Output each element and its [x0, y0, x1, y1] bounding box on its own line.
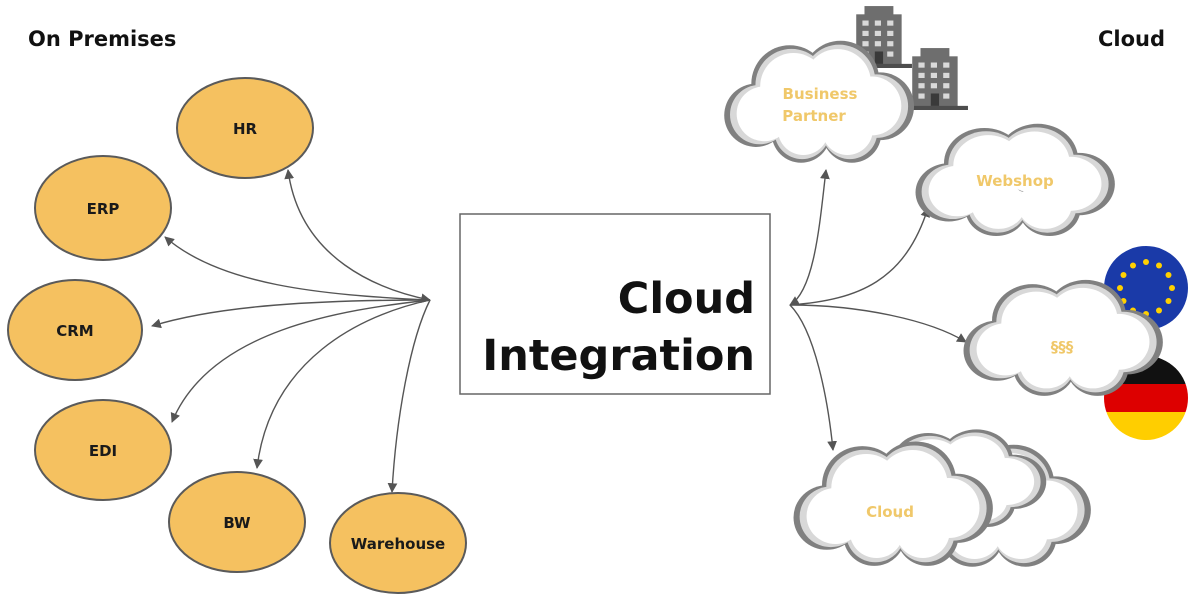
- connector-hr: [284, 169, 431, 304]
- node-edi-label: EDI: [89, 442, 117, 460]
- cloud-integration-hub[interactable]: Cloud Integration: [459, 213, 771, 395]
- cloud-connectors: [789, 169, 967, 451]
- node-warehouse-label: Warehouse: [351, 535, 445, 553]
- connector-edi: [170, 299, 431, 423]
- node-edi[interactable]: EDI: [34, 399, 172, 501]
- node-warehouse[interactable]: Warehouse: [329, 492, 467, 594]
- connector-webshop: [789, 207, 930, 306]
- cloud-business-partner-label-line1: Business: [783, 85, 858, 103]
- on-premises-nodes: HR ERP CRM EDI BW Warehouse: [7, 77, 467, 594]
- cloud-webshop[interactable]: Webshop: [915, 123, 1115, 237]
- section-title-on-premises: On Premises: [28, 27, 176, 51]
- node-erp-label: ERP: [87, 200, 120, 218]
- node-bw[interactable]: BW: [168, 471, 306, 573]
- on-premises-connectors: [151, 169, 431, 493]
- cloud-legal[interactable]: §§§: [963, 279, 1163, 396]
- connector-warehouse: [387, 299, 431, 493]
- hub-box: [459, 213, 771, 395]
- cloud-webshop-label: Webshop: [976, 172, 1054, 190]
- node-crm-label: CRM: [56, 322, 94, 340]
- node-bw-label: BW: [223, 514, 251, 532]
- section-title-cloud: Cloud: [1098, 27, 1165, 51]
- node-hr[interactable]: HR: [176, 77, 314, 179]
- cloud-business-partner-label-line2: Partner: [782, 107, 846, 125]
- node-crm[interactable]: CRM: [7, 279, 143, 381]
- cloud-cloud[interactable]: Cloud: [793, 429, 1091, 567]
- node-hr-label: HR: [233, 120, 258, 138]
- cloud-cloud-label: Cloud: [866, 503, 914, 521]
- cloud-business-partner[interactable]: Business Partner: [724, 40, 915, 163]
- node-erp[interactable]: ERP: [34, 155, 172, 261]
- connector-business-partner: [789, 169, 830, 306]
- connector-cloud: [789, 304, 837, 451]
- connector-erp: [164, 236, 431, 301]
- connector-legal: [789, 304, 967, 343]
- cloud-legal-label: §§§: [1051, 338, 1074, 356]
- connector-crm: [151, 299, 431, 329]
- hub-title-line2: Integration: [482, 331, 755, 381]
- connector-bw: [253, 299, 431, 469]
- hub-title-line1: Cloud: [618, 274, 755, 324]
